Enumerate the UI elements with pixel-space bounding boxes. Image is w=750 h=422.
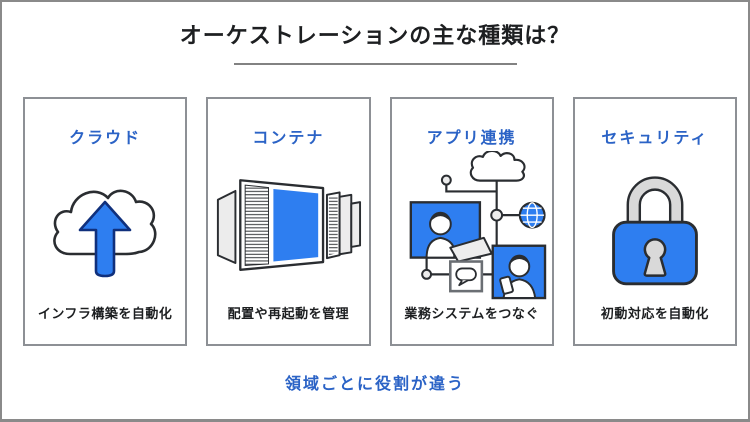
card-security: セキュリティ 初動対応を自動化 (572, 97, 737, 346)
card-title: セキュリティ (601, 130, 709, 147)
container-icon (217, 178, 362, 271)
card-caption: 業務システムをつなぐ (404, 306, 539, 321)
card-container: コンテナ 配置や再起動 (206, 97, 371, 346)
card-caption: 配置や再起動を管理 (227, 306, 350, 321)
card-cloud: クラウド インフラ構築を自動化 (23, 97, 188, 346)
card-title: クラウド (69, 130, 142, 147)
header: オーケストレーションの主な種類は？ (2, 2, 748, 65)
card-app-integration: アプリ連携 (389, 97, 554, 346)
cloud-upload-icon (53, 189, 157, 277)
card-caption: インフラ構築を自動化 (37, 306, 173, 321)
padlock-icon (611, 175, 698, 285)
footer-note: 領域ごとに役割が違う (284, 376, 465, 393)
app-integration-icon (409, 150, 546, 299)
page-title: オーケストレーションの主な種類は？ (179, 23, 571, 48)
card-caption: 初動対応を自動化 (600, 306, 709, 321)
cards-row: クラウド インフラ構築を自動化 コンテナ (23, 97, 737, 346)
card-title: コンテナ (252, 130, 325, 147)
title-underline (233, 63, 517, 65)
card-title: アプリ連携 (426, 130, 517, 147)
